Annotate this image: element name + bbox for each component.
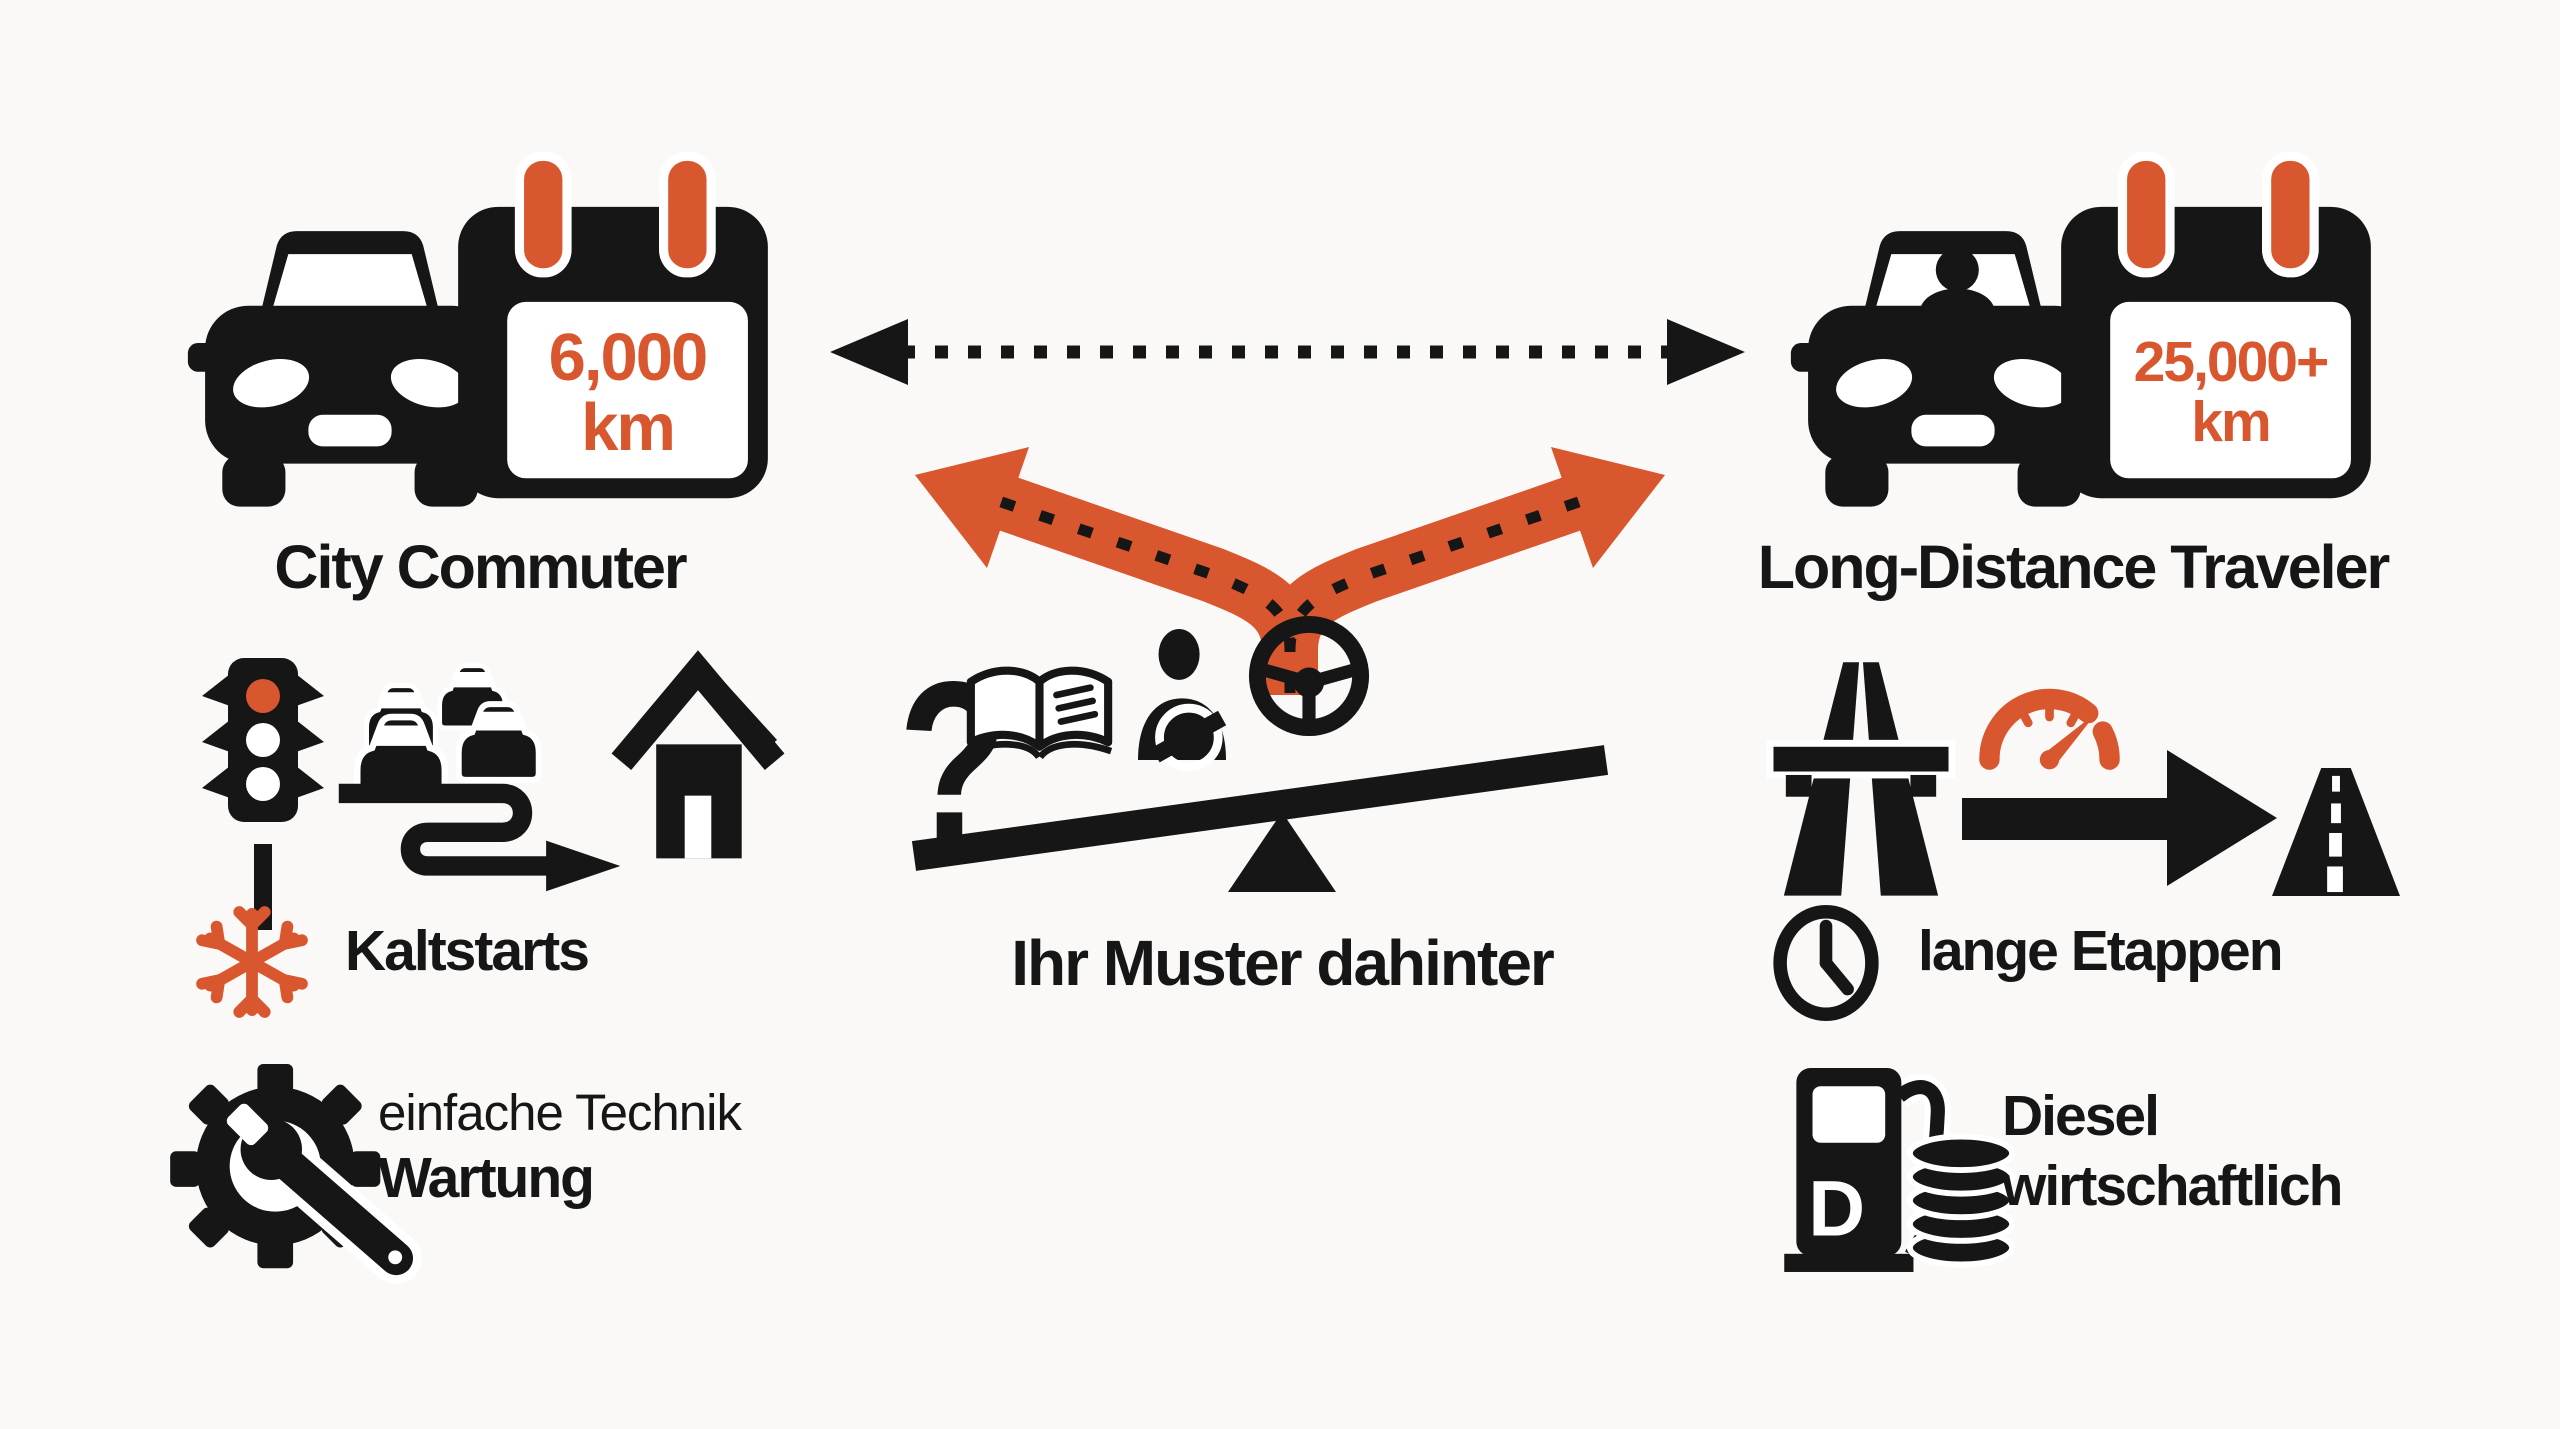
speedometer-icon	[1972, 652, 2127, 784]
steering-wheel-icon	[1248, 615, 1370, 737]
open-book-icon	[962, 652, 1117, 772]
clock-icon	[1772, 903, 1880, 1023]
travel-mileage: 25,000+ km	[2108, 300, 2353, 485]
economy-line2: wirtschaftlich	[2002, 1153, 2343, 1218]
open-road-icon	[2272, 768, 2400, 896]
center-caption: Ihr Muster dahinter	[1011, 927, 1555, 999]
long-stages-label: lange Etappen	[1918, 919, 2284, 983]
driver-icon	[1128, 628, 1236, 772]
city-car-icon	[185, 222, 515, 510]
mileage-calendar-icon	[2055, 150, 2377, 506]
diesel-economy-label: Diesel wirtschaftlich	[2002, 1082, 2343, 1221]
city-mileage-unit: km	[581, 389, 676, 465]
maintenance-line2: Wartung	[378, 1146, 595, 1211]
city-commuter-title: City Commuter	[274, 533, 687, 601]
city-mileage-value: 6,000	[548, 319, 709, 395]
travel-mileage-value: 25,000+	[2133, 330, 2330, 395]
house-icon	[611, 645, 785, 895]
balance-seesaw-icon	[900, 738, 1670, 898]
pump-letter: D	[1808, 1165, 1865, 1253]
mileage-calendar-icon	[452, 150, 774, 506]
gear-wrench-icon	[168, 1062, 440, 1290]
cold-starts-label: Kaltstarts	[345, 919, 590, 983]
coins-icon	[1902, 1128, 2020, 1273]
city-mileage: 6,000 km	[505, 300, 750, 485]
spectrum-double-arrow-icon	[830, 318, 1745, 386]
economy-line1: Diesel	[2002, 1084, 2160, 1148]
traffic-light-icon	[198, 648, 328, 963]
forward-arrow-icon	[1962, 742, 2277, 894]
maintenance-label: einfache Technik Wartung	[378, 1082, 742, 1214]
diverging-roads-arrow-icon	[895, 445, 1685, 695]
route-arrow-icon	[312, 780, 642, 898]
travel-mileage-unit: km	[2191, 389, 2271, 454]
motorway-icon	[1766, 648, 1956, 896]
snowflake-icon	[196, 903, 308, 1021]
travel-car-icon	[1788, 222, 2118, 510]
long-distance-title: Long-Distance Traveler	[1757, 533, 2391, 601]
maintenance-line1: einfache Technik	[378, 1084, 742, 1141]
